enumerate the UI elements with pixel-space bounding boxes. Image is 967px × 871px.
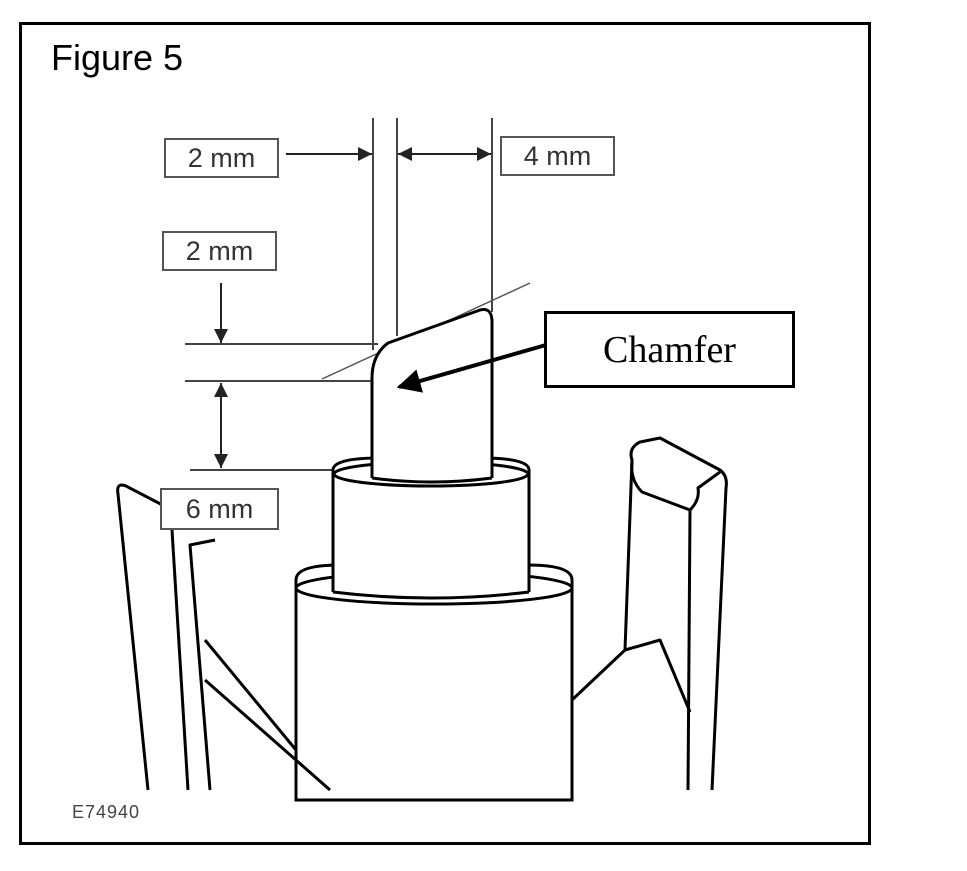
- pin-base: [370, 440, 494, 484]
- lower-body: [294, 563, 574, 802]
- dimension-label-4mm-width: 4 mm: [500, 136, 615, 176]
- collar-base: [331, 556, 531, 600]
- pin: [370, 308, 494, 476]
- image-code: E74940: [72, 802, 141, 822]
- right-clip: [570, 436, 728, 791]
- dimension-label-2mm-width: 2 mm: [164, 138, 279, 178]
- chamfer-callout-arrow: [396, 343, 547, 393]
- left-clip: [116, 483, 331, 792]
- dimension-label-6mm-height: 6 mm: [160, 488, 279, 530]
- figure-title: Figure 5: [51, 37, 184, 78]
- extension-lines-vertical: [372, 118, 493, 350]
- dimension-label-2mm-height: 2 mm: [162, 231, 277, 271]
- chamfer-callout-label: Chamfer: [544, 311, 795, 388]
- extension-lines-horizontal: [185, 343, 378, 471]
